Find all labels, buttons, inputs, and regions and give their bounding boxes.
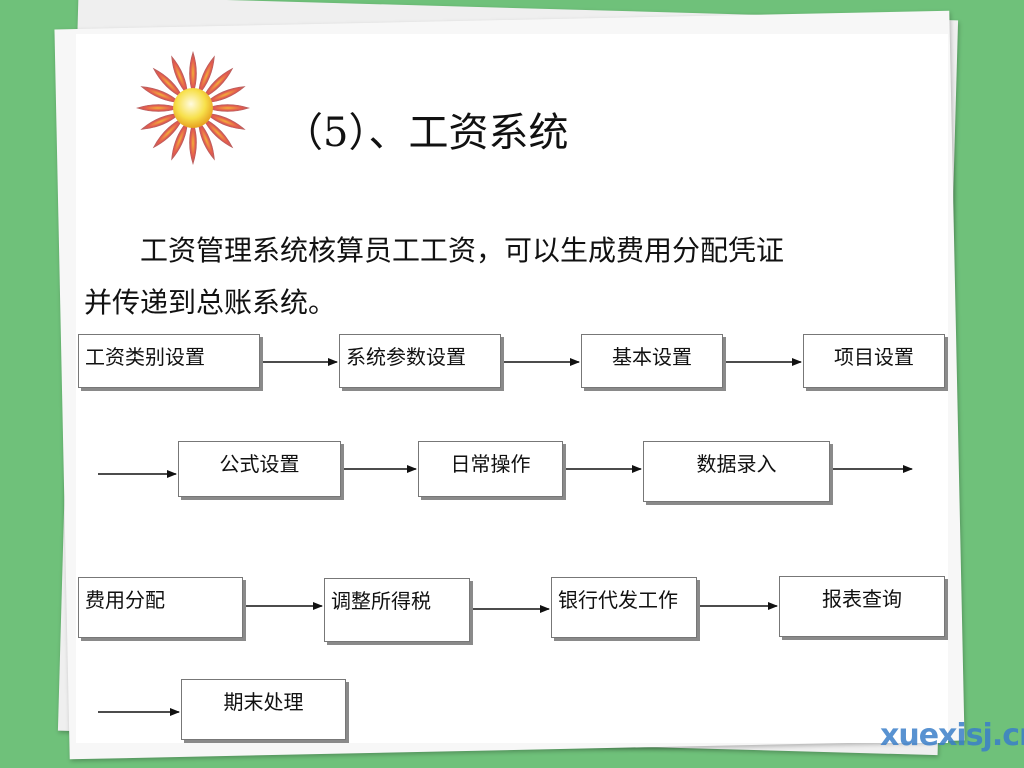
flow-box-daily-operations: 日常操作 xyxy=(418,441,563,497)
flow-box-wage-category-setup: 工资类别设置 xyxy=(78,334,260,388)
paragraph-line-2: 并传递到总账系统。 xyxy=(84,286,337,319)
flow-box-bank-payroll: 银行代发工作 xyxy=(551,577,697,638)
flow-box-item-setup: 项目设置 xyxy=(803,334,945,388)
flower-icon xyxy=(136,51,250,165)
site-watermark: xuexisj.cn xyxy=(880,718,1024,753)
flow-box-expense-allocation: 费用分配 xyxy=(78,577,243,638)
flow-box-report-query: 报表查询 xyxy=(779,576,945,637)
slide-title: （5）、工资系统 xyxy=(283,110,569,156)
flow-box-system-params-setup: 系统参数设置 xyxy=(339,334,501,388)
flow-box-formula-setup: 公式设置 xyxy=(178,441,341,497)
paragraph-line-1: 工资管理系统核算员工工资，可以生成费用分配凭证 xyxy=(140,234,785,267)
flow-box-tax-adjustment: 调整所得税 xyxy=(324,578,470,642)
flow-box-basic-setup: 基本设置 xyxy=(581,334,723,388)
flow-box-data-entry: 数据录入 xyxy=(643,441,830,502)
flow-box-period-end: 期末处理 xyxy=(181,679,346,740)
